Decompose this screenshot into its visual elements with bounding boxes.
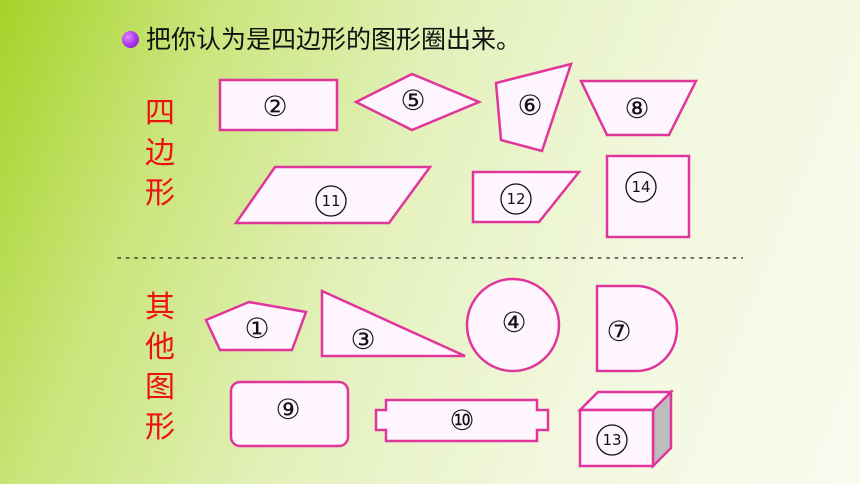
quad-label-char: 形 [145,176,175,211]
shape-12-number: 12 [506,190,525,208]
shape-8-trapezoid[interactable]: ⑧ [579,79,699,137]
other-label-char: 图 [145,370,175,405]
shape-9-rounded-rectangle[interactable]: ⑨ [229,380,350,448]
shape-10-notched-rectangle[interactable]: ⑩ [374,398,550,443]
shape-1-pentagon[interactable]: ① [204,300,308,352]
shape-5-rhombus[interactable]: ⑤ [353,72,483,132]
shape-12-trapezoid[interactable]: 12 [471,170,582,224]
shape-3-triangle[interactable]: ③ [320,289,466,358]
shape-6-number: ⑥ [517,89,542,122]
quad-label: 四 边 形 [142,94,178,214]
shape-4-number: ④ [501,306,526,339]
shape-13-ring [596,424,628,456]
shape-14-square[interactable]: 14 [605,154,691,239]
other-label: 其 他 图 形 [142,288,178,448]
shape-13-cube[interactable]: 13 [576,388,675,470]
shape-6-quadrilateral[interactable]: ⑥ [494,62,573,153]
shape-13-number: 13 [602,431,621,449]
shape-14-number: 14 [631,178,650,196]
instruction-text: 把你认为是四边形的图形圈出来。 [146,25,522,54]
shape-4-circle[interactable]: ④ [465,277,561,373]
shape-11-number: 11 [321,192,340,210]
shape-7-number: ⑦ [606,315,631,348]
shape-11-ring [315,185,347,217]
shape-2-number: ② [262,90,287,123]
shape-10-number: ⑩ [449,404,474,437]
shape-3-number: ③ [350,323,375,356]
shape-11-parallelogram[interactable]: 11 [233,165,433,225]
shape-12-ring [500,183,532,215]
shape-1-number: ① [244,312,269,345]
quad-label-char: 四 [145,96,175,131]
bullet-icon [122,31,139,48]
shape-14-ring [625,171,657,203]
shape-2-rectangle[interactable]: ② [218,78,339,132]
other-label-char: 形 [145,410,175,445]
divider-line: ----------------------------------------… [115,251,743,265]
other-label-char: 其 [145,290,175,325]
shape-8-number: ⑧ [624,92,649,125]
other-label-char: 他 [145,330,175,365]
shape-5-number: ⑤ [400,84,425,117]
shape-7-semicircle-rect[interactable]: ⑦ [595,284,679,373]
shape-9-number: ⑨ [275,393,300,426]
quad-label-char: 边 [145,136,175,171]
